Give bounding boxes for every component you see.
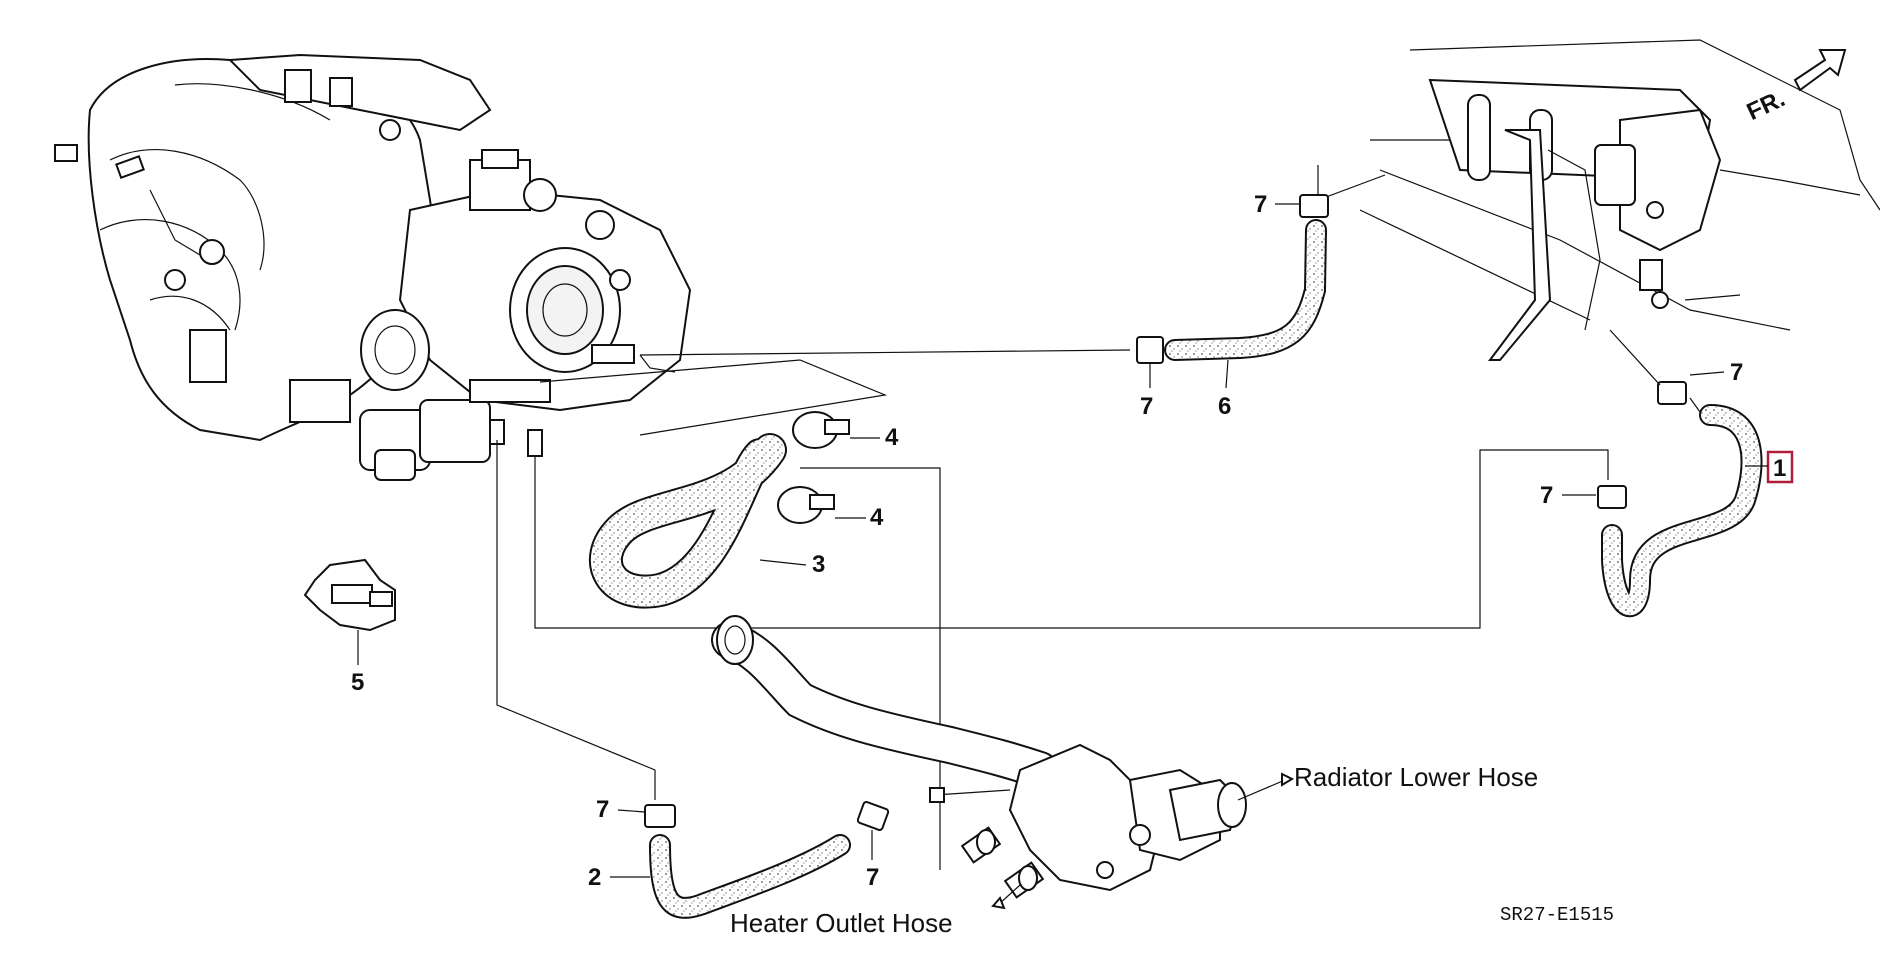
callout-1-highlight-box [1766, 450, 1794, 484]
engine-upper-right [1359, 39, 1880, 361]
label-radiator-lower-hose: Radiator Lower Hose [1294, 762, 1538, 792]
hose-6 [1136, 194, 1329, 364]
bracket-5 [303, 558, 396, 632]
callout-4-lower: 4 [870, 504, 884, 531]
callout-7-lower-middle: 7 [866, 864, 879, 891]
diagram-code: SR27-E1515 [1500, 904, 1614, 926]
front-direction-arrow-icon [1793, 49, 1847, 92]
callout-7-lower-left: 7 [596, 796, 609, 823]
leader-lines [496, 165, 1609, 870]
hose-1 [1597, 329, 1763, 617]
callout-4-upper: 4 [885, 424, 899, 451]
thermostat-housing [929, 743, 1247, 899]
hose-2 [644, 801, 890, 919]
intake-manifold-assembly [54, 53, 692, 481]
callout-7-middle: 7 [1140, 393, 1153, 420]
water-pipe [711, 615, 1059, 789]
direction-label-fr: FR. [1743, 85, 1789, 126]
callout-7-right-upper: 7 [1730, 359, 1743, 386]
callouts: 7 7 6 4 4 3 5 7 1 7 7 2 7 [351, 191, 1794, 891]
callout-2: 2 [588, 864, 601, 891]
callout-1: 1 [1773, 455, 1786, 482]
callout-7-upper-middle: 7 [1254, 191, 1267, 218]
clamp-4-upper [792, 411, 850, 449]
clamp-4-lower [777, 486, 835, 524]
callout-3: 3 [812, 551, 825, 578]
label-heater-outlet-hose: Heater Outlet Hose [730, 908, 953, 938]
callout-7-right-lower: 7 [1540, 482, 1553, 509]
hose-3 [588, 411, 850, 609]
callout-6: 6 [1218, 393, 1231, 420]
callout-5: 5 [351, 669, 364, 696]
